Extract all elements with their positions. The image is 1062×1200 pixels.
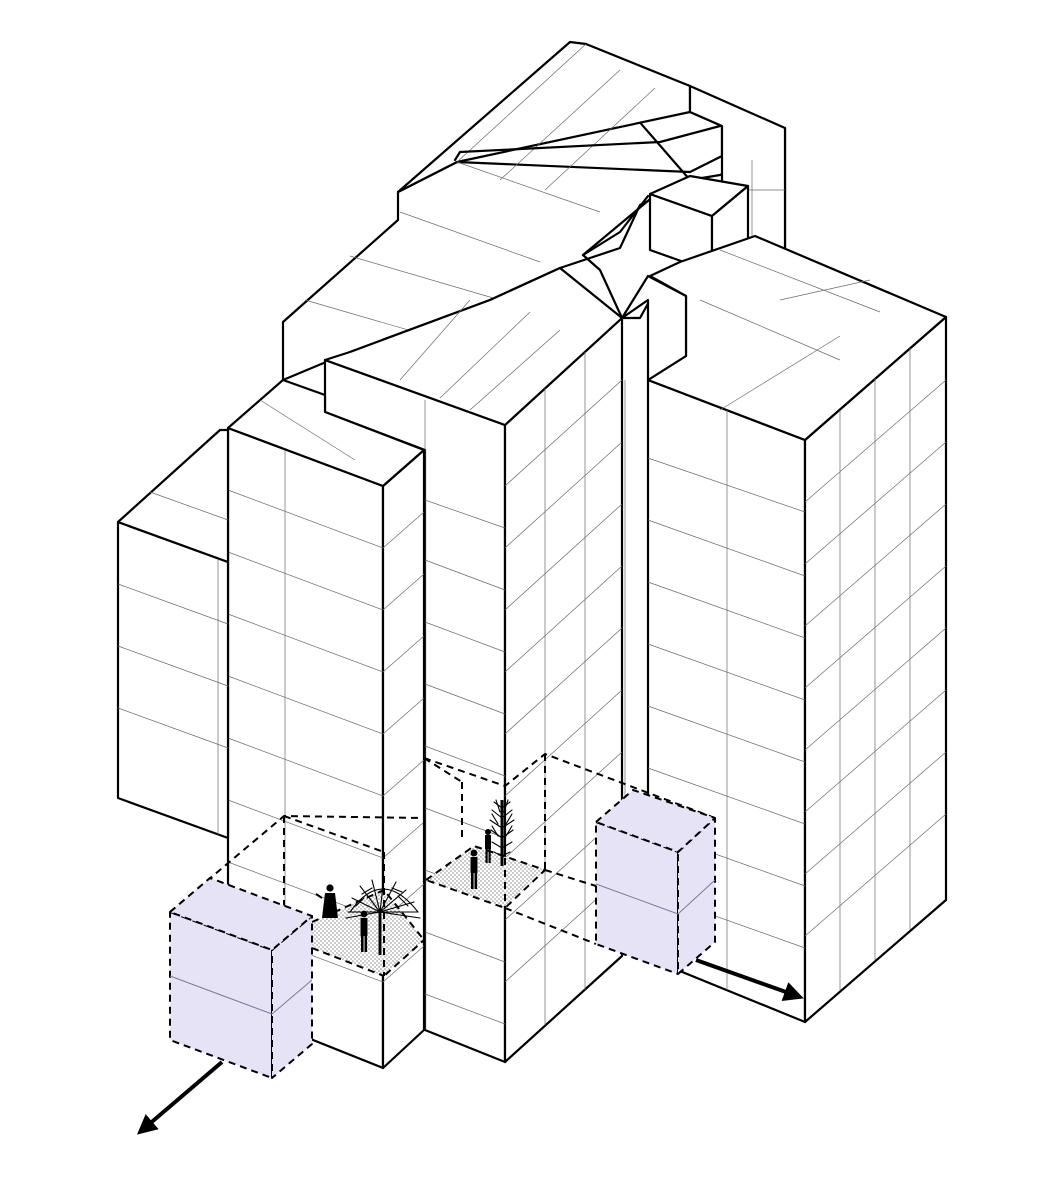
centre-void-courtyard (423, 753, 716, 945)
right-tower (646, 234, 948, 1024)
person-icon (485, 829, 491, 863)
tree-icon (345, 877, 421, 955)
right-purple-volume (595, 789, 716, 975)
arrow-icon (136, 1060, 224, 1135)
left-purple-volume (169, 877, 313, 1079)
person-icon (470, 849, 478, 889)
tree-icon (489, 799, 515, 866)
upper-roof-volume (281, 40, 787, 382)
arrow-icon (695, 958, 804, 1002)
person-icon (315, 884, 338, 918)
left-wing (116, 428, 230, 840)
